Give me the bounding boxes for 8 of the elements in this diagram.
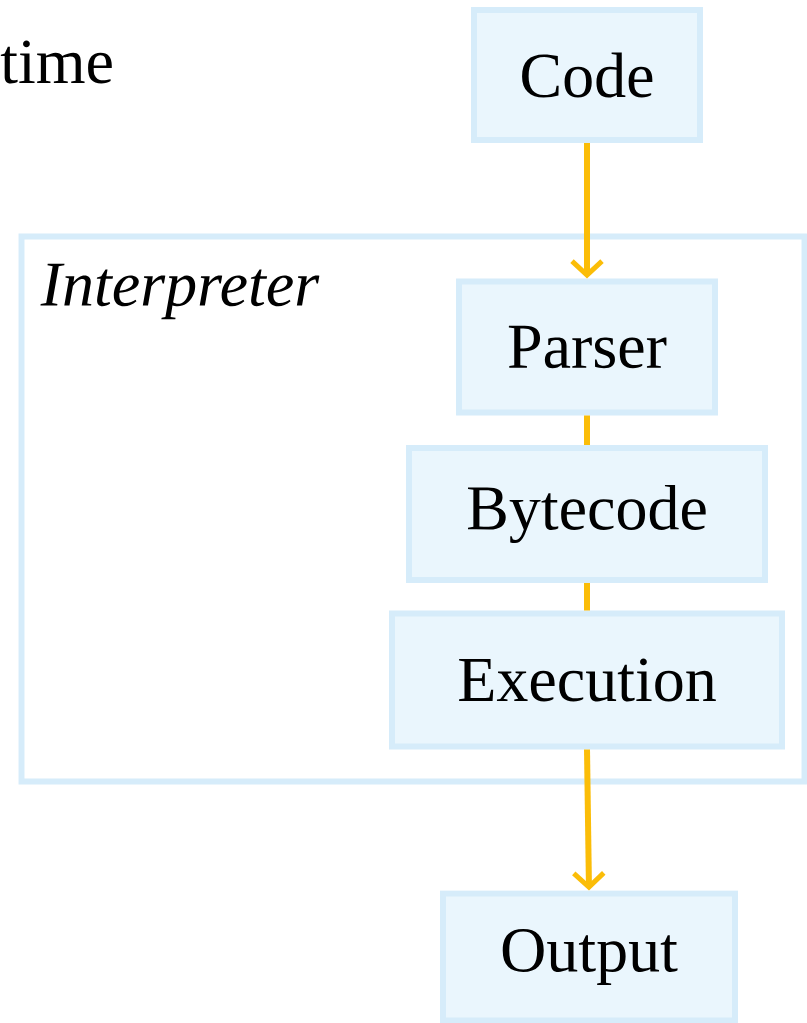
arrow (570, 143, 604, 279)
process-box: Bytecode (406, 445, 768, 583)
process-box: Output (440, 890, 738, 1023)
text-label: time (0, 40, 112, 84)
process-box: Execution (389, 610, 785, 750)
process-box: Code (471, 7, 703, 143)
process-box: Parser (456, 278, 718, 416)
arrow (572, 749, 606, 891)
